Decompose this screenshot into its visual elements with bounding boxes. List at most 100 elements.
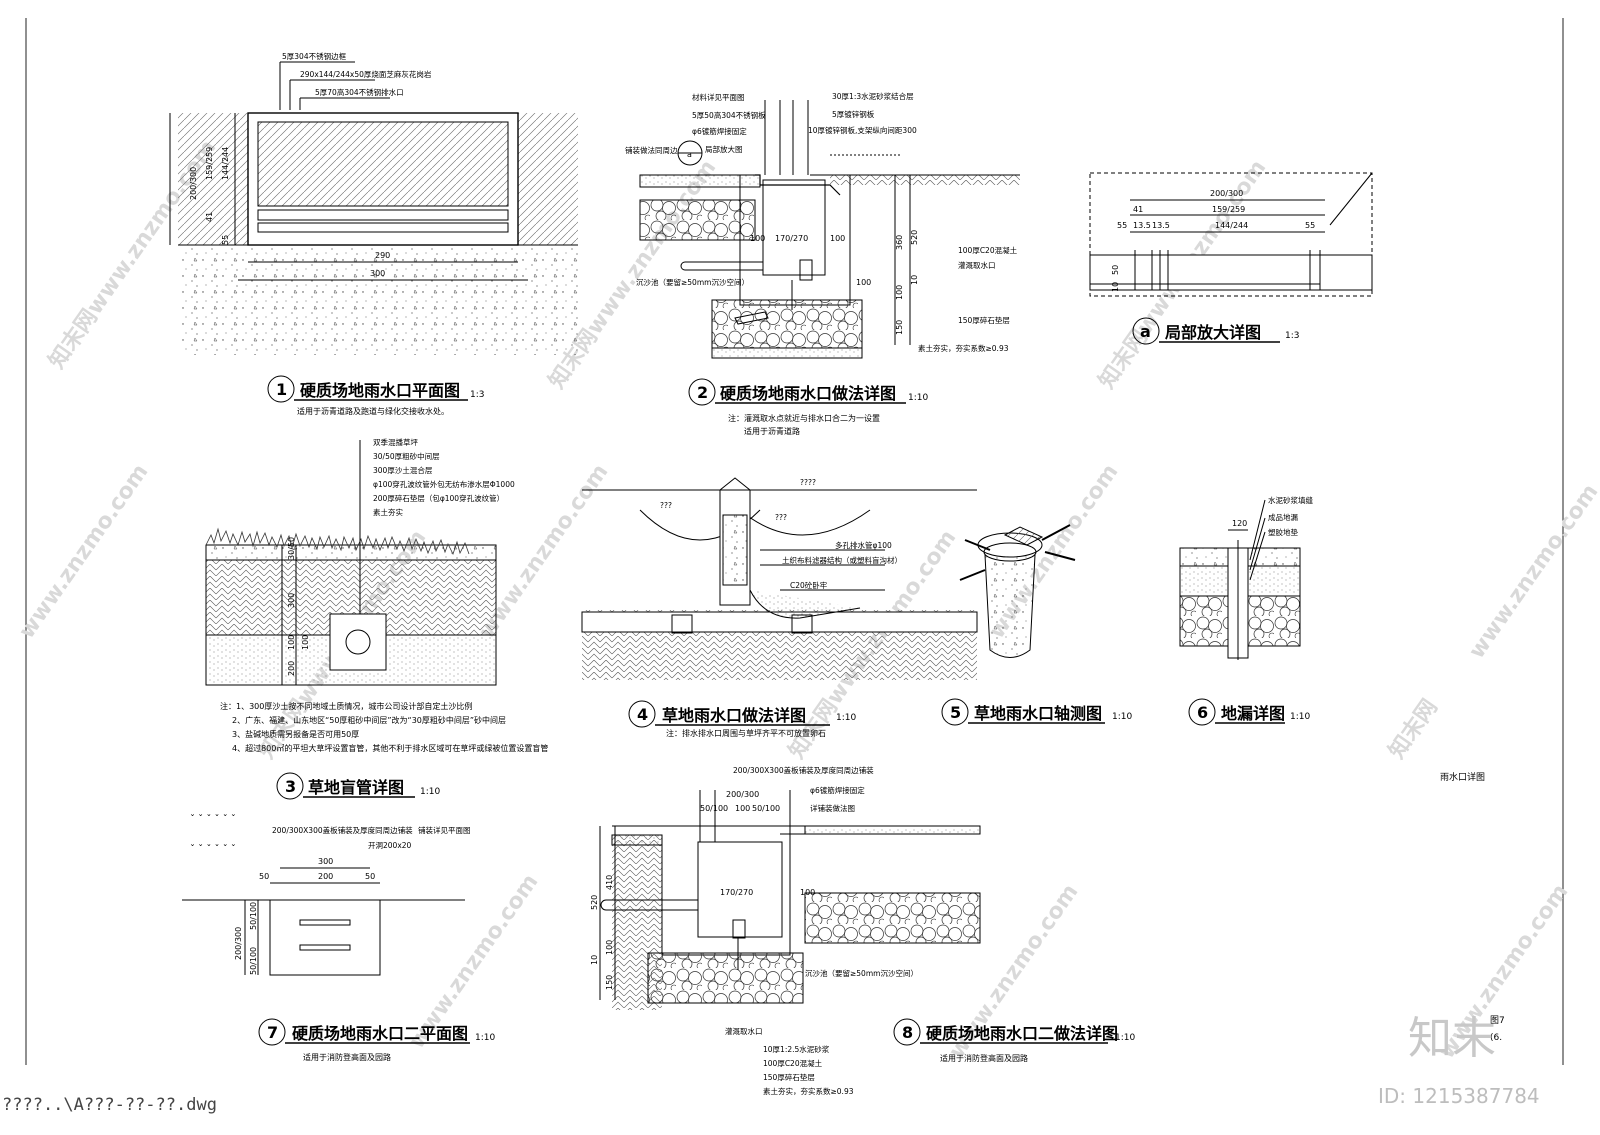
d2-dim-a: a xyxy=(687,150,692,159)
detail-1-title: 1 硬质场地雨水口平面图 1:3 适用于沥青道路及跑道与绿化交接收水处。 xyxy=(267,375,484,416)
svg-text:ˇ ˇ ˇ ˇ ˇ: ˇ ˇ ˇ ˇ ˇ ˇ xyxy=(190,843,236,855)
d8-dim-0: 200/300 xyxy=(726,790,759,799)
d1-num: 1 xyxy=(276,380,287,399)
d8-label-1: φ6镀筋焊接固定 xyxy=(810,785,865,795)
detail-1-text: 5厚304不锈钢边框 290x144/244x50厚烧面芝麻灰花岗岩 5厚70高… xyxy=(189,51,432,278)
d4-label-5: C20砼卧牢 xyxy=(790,580,828,590)
detail-8-section xyxy=(599,790,981,1010)
da-dim-2: 159/259 xyxy=(1212,205,1245,214)
d2-note: 注：灌溉取水点就近与排水口合二为一设置 xyxy=(728,413,880,423)
d2-dim-8: 150 xyxy=(895,320,904,335)
da-scale: 1:3 xyxy=(1285,331,1299,341)
d8-dim-9: 10 xyxy=(590,955,599,965)
d1-title: 硬质场地雨水口平面图 xyxy=(300,381,460,400)
d5-scale: 1:10 xyxy=(1112,712,1132,722)
d8-num: 8 xyxy=(902,1023,913,1042)
d2-dim-4: 360 xyxy=(895,235,904,250)
detail-7-title: 7 硬质场地雨水口二平面图 1:10 适用于消防登高面及园路 xyxy=(258,1018,495,1062)
d6-label-2: 塑胶地垫 xyxy=(1268,527,1298,537)
detail-6-text: 水泥砂浆填缝 成品地漏 塑胶地垫 120 xyxy=(1232,495,1313,537)
d2-label-7: 10厚镀锌钢板,支架纵向间距300 xyxy=(808,125,917,135)
d4-label-4: 土织布料滤器结构（或塑料盲沟材） xyxy=(782,555,902,565)
d2-label-0: 材料详见平面图 xyxy=(692,92,745,102)
detail-3-text: 双季混播草坪 30/50厚粗砂中间层 300厚沙土混合层 φ100穿孔波纹管外包… xyxy=(220,437,548,753)
d3-note-3: 4、超过800㎡的平坦大草坪设置盲管，其他不利于排水区域可在草坪或绿被位置设置盲… xyxy=(232,743,548,753)
d3-num: 3 xyxy=(285,777,296,796)
da-dim-3: 55 xyxy=(1117,221,1127,230)
d2-label-10: 沉沙池（要留≥50mm沉沙空间） xyxy=(636,277,749,287)
da-title: 局部放大详图 xyxy=(1165,323,1261,342)
d8-note: 适用于消防登高面及园路 xyxy=(940,1053,1028,1063)
detail-2-text: 材料详见平面图 5厚50高304不锈钢板 φ6镀筋焊接固定 局部放大图 铺装做法… xyxy=(625,91,1018,353)
d1-dim-200-300: 200/300 xyxy=(189,167,198,200)
detail-8-text: 200/300X300盖板铺装及厚度同周边铺装 φ6镀筋焊接固定 详铺装做法图 … xyxy=(590,765,918,1096)
d1-label-2: 5厚70高304不锈钢排水口 xyxy=(315,87,404,97)
detail-1-plan xyxy=(169,61,578,355)
d2-dim-7: 10 xyxy=(910,275,919,285)
d8-label-4: 灌溉取水口 xyxy=(725,1026,763,1036)
d7-num: 7 xyxy=(267,1023,278,1042)
d2-label-11: 150厚碎石垫层 xyxy=(958,315,1010,325)
d3-title: 草地盲管详图 xyxy=(308,778,404,797)
detail-4-section xyxy=(581,477,978,680)
detail-6-section xyxy=(1179,499,1301,660)
d4-scale: 1:10 xyxy=(836,713,856,723)
d8-scale: 1:10 xyxy=(1115,1033,1135,1043)
d2-label-8: 100厚C20混凝土 xyxy=(958,245,1018,255)
d8-label-7: 150厚碎石垫层 xyxy=(763,1072,815,1082)
d3-label-3: φ100穿孔波纹管外包无纺布渗水层Φ1000 xyxy=(373,479,515,489)
d1-dim-290: 290 xyxy=(375,251,390,260)
d7-dim-2: 200 xyxy=(318,872,333,881)
d2-num: 2 xyxy=(697,383,708,402)
sheet-title: 雨水口详图 xyxy=(1440,771,1485,783)
d8-label-0: 200/300X300盖板铺装及厚度同周边铺装 xyxy=(733,765,874,775)
detail-8-title: 8 硬质场地雨水口二做法详图 1:10 适用于消防登高面及园路 xyxy=(893,1018,1135,1063)
detail-5-axon xyxy=(959,524,1076,658)
da-dim-6: 144/244 xyxy=(1215,221,1248,230)
d8-dim-8: 100 xyxy=(605,940,614,955)
svg-text:ˇ ˇ ˇ ˇ ˇ: ˇ ˇ ˇ ˇ ˇ ˇ xyxy=(190,813,236,825)
d4-title: 草地雨水口做法详图 xyxy=(662,706,806,725)
d4-label-0: ???? xyxy=(800,478,816,487)
d4-label-2: ??? xyxy=(775,513,787,522)
d8-label-6: 100厚C20混凝土 xyxy=(763,1058,823,1068)
d3-label-5: 素土夯实 xyxy=(373,507,403,517)
d1-scale: 1:3 xyxy=(470,390,484,400)
detail-a-text: 200/300 41 159/259 55 13.5 13.5 144/244 … xyxy=(1111,189,1315,292)
d2-dim-1: 170/270 xyxy=(775,234,808,243)
d8-dim-1: 50/100 xyxy=(700,804,728,813)
d1-dim-144-244: 144/244 xyxy=(221,147,230,180)
d7-dim-1: 50 xyxy=(259,872,269,881)
d8-dim-6: 410 xyxy=(605,875,614,890)
d6-label-0: 水泥砂浆填缝 xyxy=(1268,495,1313,505)
d8-dim-4: 170/270 xyxy=(720,888,753,897)
d3-note-1: 2、广东、福建、山东地区“50厚粗砂中间层”改为“30厚粗砂中间层”砂中间层 xyxy=(232,715,506,725)
file-name: ????..\A???-??-??.dwg xyxy=(2,1095,217,1115)
da-dim-4: 13.5 xyxy=(1133,221,1151,230)
d3-label-2: 300厚沙土混合层 xyxy=(373,465,433,475)
d3-dim-2: 100 xyxy=(287,635,296,650)
d8-title: 硬质场地雨水口二做法详图 xyxy=(926,1024,1118,1043)
detail-4-text: ???? ??? ??? 多孔排水管φ100 土织布料滤器结构（或塑料盲沟材） … xyxy=(660,478,902,590)
d7-label-0: 200/300X300盖板铺装及厚度同周边铺装 xyxy=(272,825,413,835)
d4-note: 注：排水排水口周围与草坪齐平不可放置卵石 xyxy=(666,728,826,738)
d3-scale: 1:10 xyxy=(420,787,440,797)
d7-dim-0: 300 xyxy=(318,857,333,866)
d8-dim-10: 150 xyxy=(605,975,614,990)
d1-dim-41: 41 xyxy=(205,212,214,222)
d7-scale: 1:10 xyxy=(475,1033,495,1043)
d3-note-0: 注：1、300厚沙土按不同地域土质情况，城市公司设计部自定土沙比例 xyxy=(220,701,472,711)
da-dim-8: 50 xyxy=(1111,265,1120,275)
d8-dim-2: 100 xyxy=(735,804,750,813)
d2-dim-6: 100 xyxy=(895,285,904,300)
d3-dim-1: 300 xyxy=(287,593,296,608)
detail-a-title: a 局部放大详图 1:3 xyxy=(1132,317,1299,345)
d4-label-1: ??? xyxy=(660,501,672,510)
detail-a-section xyxy=(1089,172,1373,297)
watermark-id: ID: 1215387784 xyxy=(1378,1084,1540,1108)
d3-dim-0: 30/50 xyxy=(287,537,296,560)
d3-dim-3: 100 xyxy=(301,635,310,650)
d1-dim-55: 55 xyxy=(221,235,230,245)
